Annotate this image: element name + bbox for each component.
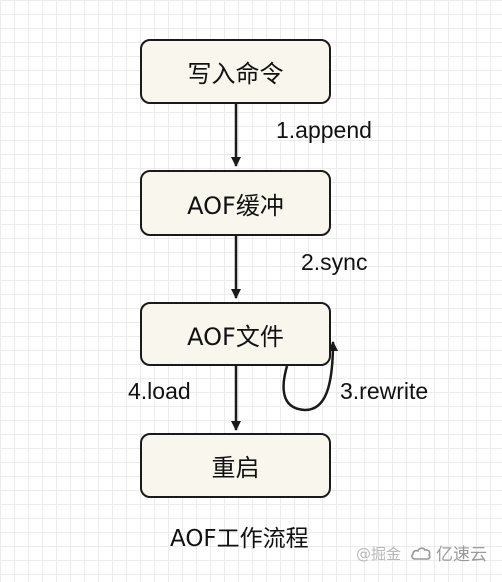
edge-label-append: 1.append (276, 117, 372, 143)
node-aof-file: AOF文件 (140, 302, 331, 366)
arrow-rewrite-loop (282, 341, 338, 412)
node-restart: 重启 (140, 433, 331, 498)
edge-label-rewrite: 3.rewrite (340, 378, 429, 404)
cloud-logo-icon (411, 546, 431, 560)
edge-label-sync: 2.sync (301, 249, 368, 275)
watermark-brand-text: 亿速云 (436, 545, 487, 565)
edge-label-load: 4.load (128, 378, 191, 404)
node-aof-buffer: AOF缓冲 (140, 170, 331, 236)
diagram-caption: AOF工作流程 (170, 526, 309, 552)
watermark-left: @掘金 (356, 545, 402, 563)
watermark-right: 亿速云 (410, 540, 487, 565)
node-write-command: 写入命令 (140, 39, 331, 104)
